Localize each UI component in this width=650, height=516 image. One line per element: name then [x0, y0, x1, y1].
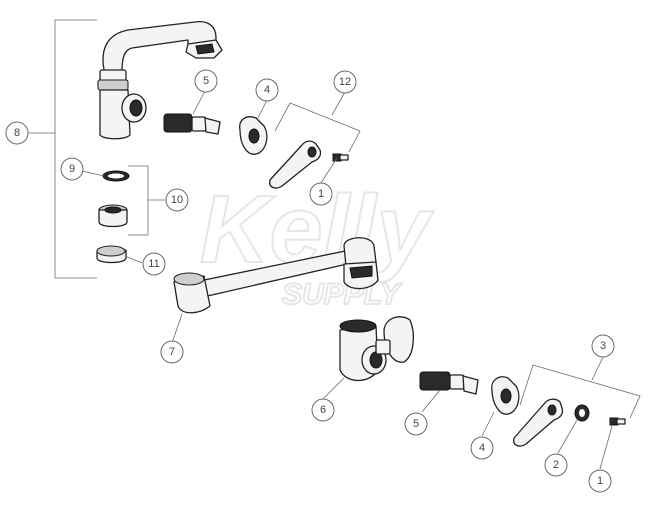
callout-6: 6 — [311, 398, 335, 422]
callout-1-top-label: 1 — [318, 188, 324, 200]
callout-5-top-label: 5 — [203, 75, 209, 87]
callout-8-label: 8 — [14, 127, 20, 139]
handle-cap-top — [239, 116, 268, 155]
top-faucet-body — [97, 69, 147, 140]
washer-2 — [574, 404, 590, 422]
callout-4-top: 4 — [255, 78, 279, 102]
lever-handle-bottom — [513, 398, 564, 447]
callout-4-bottom: 4 — [470, 436, 494, 460]
callout-4-bottom-label: 4 — [479, 442, 485, 454]
top-faucet-spout — [102, 20, 223, 73]
handle-cap-bottom — [491, 376, 520, 415]
callout-8: 8 — [5, 121, 29, 145]
leader-lines — [81, 90, 613, 470]
watermark-line2: SUPPLY — [282, 278, 403, 311]
callout-5-top: 5 — [194, 69, 218, 93]
group-8-bracket — [28, 19, 97, 279]
callout-2-label: 2 — [553, 459, 559, 471]
callout-6-label: 6 — [320, 404, 326, 416]
callout-12-label: 12 — [339, 76, 351, 88]
aerator-10 — [98, 204, 128, 228]
callout-10-label: 10 — [171, 194, 183, 206]
cartridge-top — [163, 113, 221, 135]
aerator-11 — [96, 245, 127, 264]
callout-3: 3 — [591, 334, 615, 358]
cartridge-bottom — [419, 371, 479, 395]
callout-3-label: 3 — [600, 340, 606, 352]
wall-valve-body — [339, 316, 415, 382]
callout-9: 9 — [60, 157, 84, 181]
callout-5-bottom-label: 5 — [413, 418, 419, 430]
swing-arm-spout — [173, 237, 379, 314]
callout-4-top-label: 4 — [264, 84, 270, 96]
screw-top — [332, 153, 349, 162]
callout-9-label: 9 — [69, 163, 75, 175]
lever-handle-top — [269, 140, 322, 189]
callout-11: 11 — [142, 252, 166, 276]
callout-11-label: 11 — [148, 258, 159, 270]
screw-bottom — [609, 417, 626, 426]
callout-7-label: 7 — [169, 346, 175, 358]
group-12-bracket — [274, 91, 361, 153]
callout-1-top: 1 — [309, 182, 333, 206]
callout-12: 12 — [333, 70, 357, 94]
callout-2: 2 — [544, 453, 568, 477]
callout-10: 10 — [165, 188, 189, 212]
callout-1-bottom-label: 1 — [597, 475, 603, 487]
callout-5-bottom: 5 — [404, 412, 428, 436]
washer-9 — [102, 170, 130, 182]
group-10-bracket — [128, 165, 166, 236]
callout-1-bottom: 1 — [588, 469, 612, 493]
group-3-bracket — [519, 356, 641, 419]
callout-7: 7 — [160, 340, 184, 364]
